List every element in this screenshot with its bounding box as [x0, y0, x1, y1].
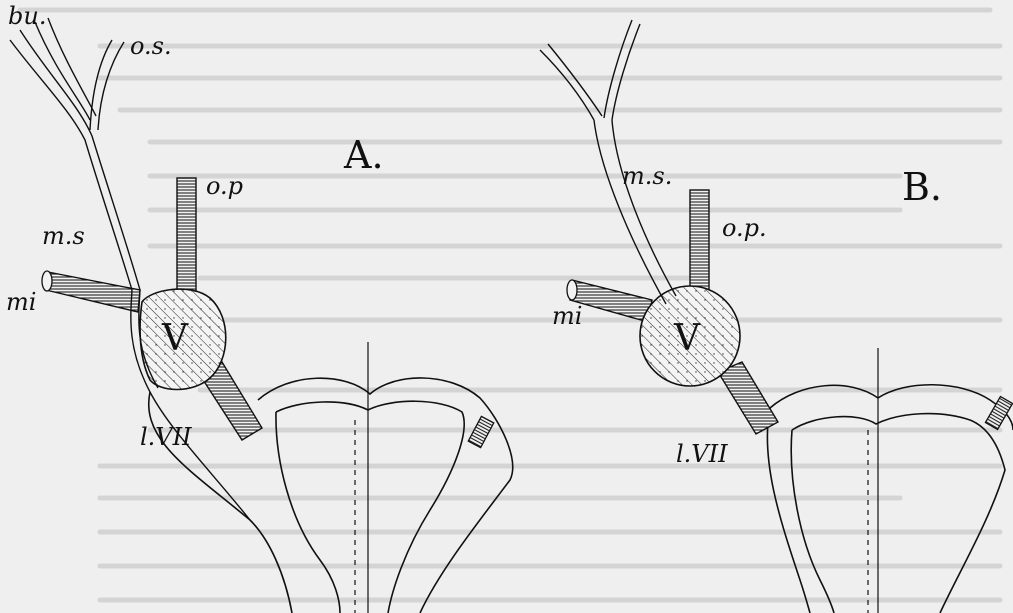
panel-b-label-op: o.p. — [722, 214, 767, 242]
panel-a-label-mi: mi — [6, 288, 36, 316]
panel-a-label-lvii: l.VII — [140, 423, 192, 451]
panel-a-label-os: o.s. — [130, 32, 172, 60]
panel-b-label-mi: mi — [552, 302, 582, 330]
panel-a: A. bu. o.s. o.p m.s mi V l.VII — [6, 2, 513, 613]
panel-b-label-lvii: l.VII — [676, 440, 728, 468]
panel-a-mi-nerve — [42, 271, 140, 312]
panel-b-right-stub — [985, 397, 1012, 430]
panel-a-title: A. — [343, 133, 384, 177]
panel-a-op-nerve — [177, 178, 196, 303]
panel-b-label-v: V — [673, 318, 701, 359]
panel-a-label-ms: m.s — [42, 222, 85, 250]
panel-a-thin-nerves — [10, 18, 250, 520]
panel-a-label-bu: bu. — [8, 2, 46, 30]
panel-b-title: B. — [902, 165, 942, 209]
panel-a-label-v: V — [161, 318, 189, 359]
panel-b-label-ms: m.s. — [622, 162, 672, 190]
panel-a-label-op: o.p — [206, 172, 243, 200]
panel-b-lower-trunk — [718, 362, 778, 434]
panel-a-brain-outline — [149, 378, 513, 613]
panel-b-op-nerve — [690, 190, 709, 302]
